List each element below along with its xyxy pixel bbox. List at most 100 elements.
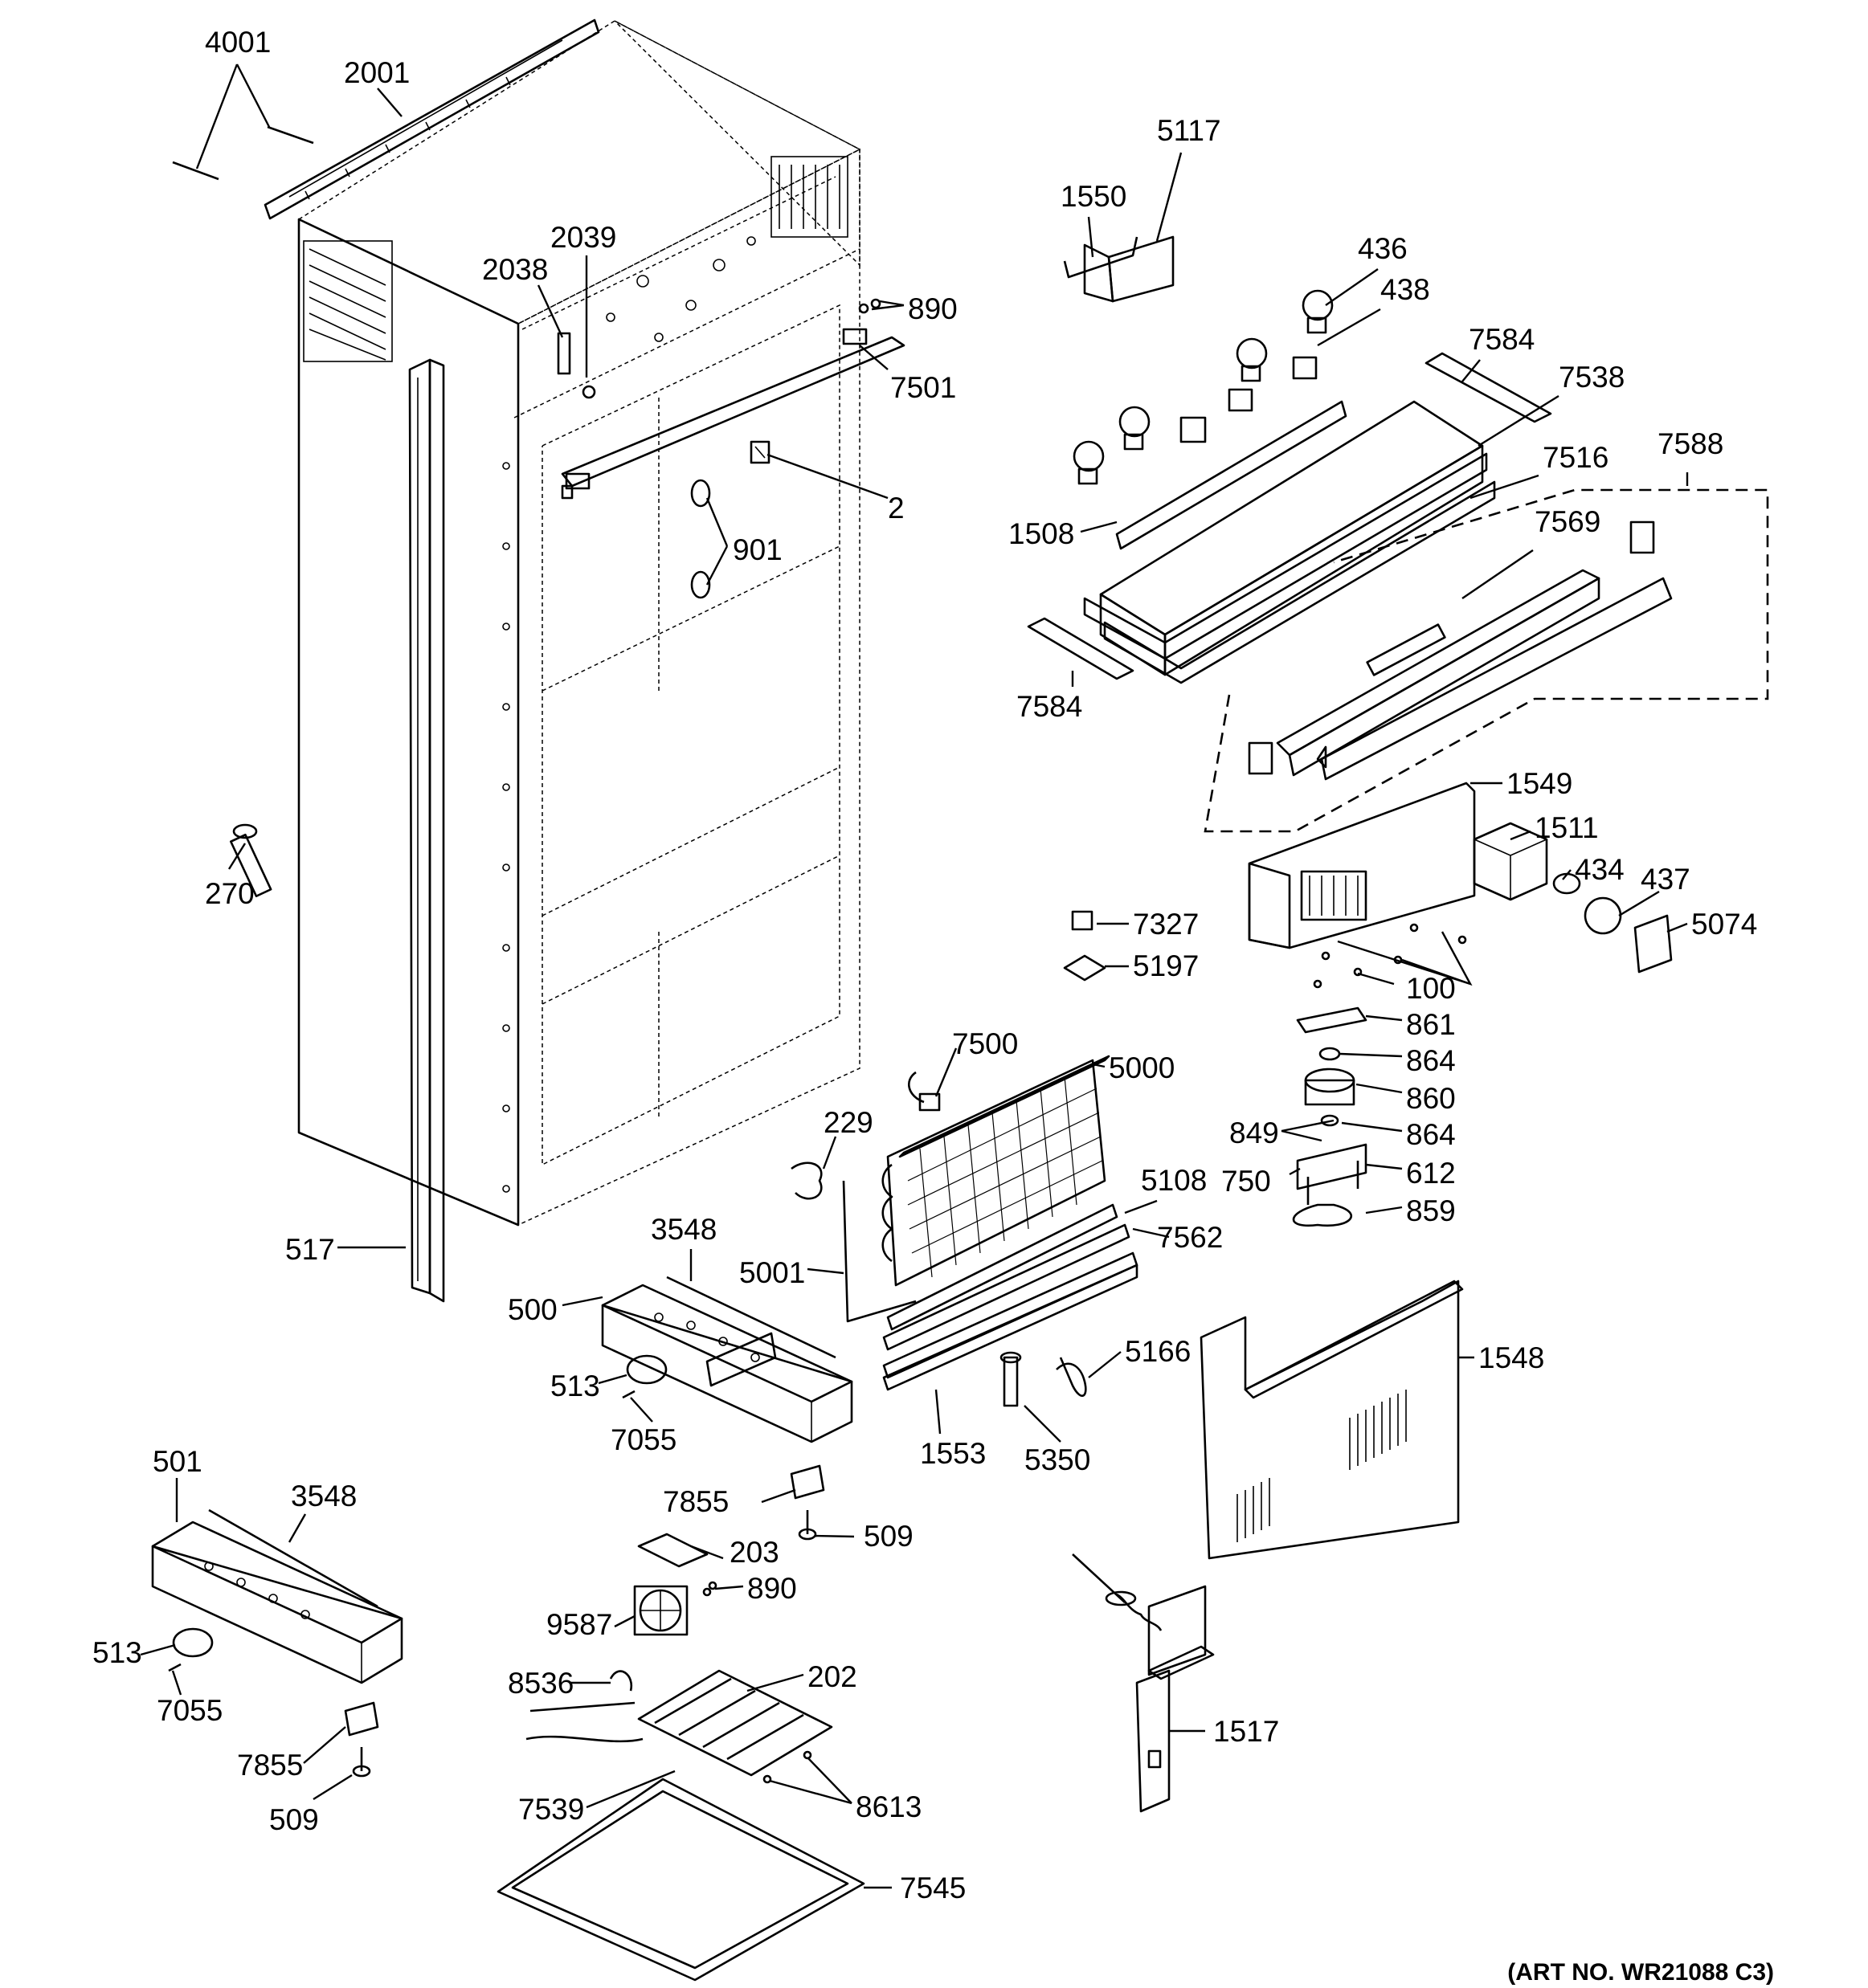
control-box-501 <box>151 1521 403 1684</box>
callout-7569: 7569 <box>1535 505 1600 538</box>
callout-890-top: 890 <box>908 292 958 325</box>
callout-859: 859 <box>1406 1194 1456 1227</box>
callout-7584-bottom: 7584 <box>1016 690 1082 723</box>
callout-860: 860 <box>1406 1082 1456 1115</box>
callout-7501: 7501 <box>890 371 956 404</box>
art-number-caption: (ART NO. WR21088 C3) <box>1507 1959 1774 1986</box>
callout-202: 202 <box>807 1660 857 1693</box>
drain-pan-7545 <box>497 1778 865 1982</box>
callout-1517: 1517 <box>1213 1715 1279 1748</box>
callout-7562: 7562 <box>1157 1221 1223 1254</box>
callout-5001: 5001 <box>739 1256 805 1289</box>
tube-5001 <box>842 1180 917 1323</box>
lens-5074 <box>1633 914 1673 974</box>
callout-7538: 7538 <box>1559 361 1625 394</box>
callout-1553: 1553 <box>920 1437 986 1470</box>
gasket-7584-bottom <box>1027 617 1134 680</box>
control-box-1549 <box>1248 782 1476 949</box>
clip-5166 <box>1056 1357 1087 1397</box>
callout-7327: 7327 <box>1133 908 1199 941</box>
callout-9587: 9587 <box>546 1608 612 1641</box>
callout-7516: 7516 <box>1543 441 1608 474</box>
callout-100: 100 <box>1406 972 1456 1005</box>
callout-750: 750 <box>1221 1165 1271 1198</box>
bracket-203 <box>637 1533 709 1568</box>
callout-5074: 5074 <box>1691 908 1757 941</box>
callout-5117: 5117 <box>1157 114 1221 147</box>
callout-5000: 5000 <box>1109 1051 1175 1084</box>
callout-7545: 7545 <box>900 1872 966 1904</box>
callout-7588: 7588 <box>1657 427 1723 460</box>
bracket-7855b <box>344 1701 379 1737</box>
callout-437: 437 <box>1641 863 1690 896</box>
callout-2039: 2039 <box>550 221 616 254</box>
callout-7855-b: 7855 <box>237 1749 303 1782</box>
screws-890-bottom <box>702 1581 717 1597</box>
callout-5350: 5350 <box>1024 1443 1090 1476</box>
pin-270 <box>230 823 272 897</box>
clip-2038 <box>557 332 571 375</box>
fan-9587 <box>633 1585 689 1636</box>
bracket-1550 <box>1063 236 1138 279</box>
callout-1508: 1508 <box>1008 517 1074 550</box>
bulb-plate-1508 <box>1115 400 1347 550</box>
callout-513-b: 513 <box>92 1636 142 1669</box>
callout-5197: 5197 <box>1133 949 1199 982</box>
heater-7562 <box>882 1223 1130 1351</box>
thermistor-7500 <box>908 1071 941 1112</box>
callout-517: 517 <box>285 1233 335 1266</box>
control-box-500 <box>601 1284 853 1443</box>
foot-509a <box>798 1510 817 1541</box>
callout-513-a: 513 <box>550 1370 600 1402</box>
clip-8536 <box>609 1670 633 1692</box>
callout-864-b: 864 <box>1406 1118 1456 1151</box>
callout-7584-top: 7584 <box>1469 323 1535 356</box>
leader-lines <box>140 63 1689 1889</box>
callout-203: 203 <box>730 1536 779 1569</box>
hinge-bar-2001 <box>264 18 600 220</box>
light-bulbs <box>1073 289 1334 485</box>
callout-270: 270 <box>205 877 255 910</box>
callout-5108: 5108 <box>1141 1164 1207 1197</box>
callout-1548: 1548 <box>1478 1341 1544 1374</box>
terminal-5197 <box>1063 954 1106 982</box>
callout-434: 434 <box>1575 853 1625 886</box>
control-panel-7569 <box>1248 520 1673 781</box>
screws-890-top <box>858 298 881 314</box>
callout-labels: 4001 2001 2039 2038 890 7501 2 901 270 5… <box>92 26 1757 1904</box>
callout-7055-a: 7055 <box>611 1423 676 1456</box>
screw-7055b <box>168 1663 182 1672</box>
group-7588-boundary <box>1204 488 1769 833</box>
callout-509-a: 509 <box>864 1520 914 1553</box>
bracket-7855a <box>790 1464 825 1500</box>
pins-4001 <box>172 125 314 181</box>
callout-2001: 2001 <box>344 56 410 89</box>
callout-864-a: 864 <box>1406 1044 1456 1077</box>
duct-5117 <box>1083 235 1175 303</box>
fastener-2 <box>750 440 770 464</box>
rod-3548b <box>208 1508 378 1608</box>
callout-3548-a: 3548 <box>651 1213 717 1246</box>
light-housing-7538 <box>1083 400 1496 684</box>
back-panel-1548 <box>1200 1280 1464 1560</box>
cover-1511 <box>1473 822 1548 901</box>
callout-509-b: 509 <box>269 1803 319 1836</box>
callout-849: 849 <box>1229 1116 1279 1149</box>
cabinet-assembly <box>297 20 861 1227</box>
screws-100 <box>1313 923 1467 989</box>
callout-1550: 1550 <box>1061 180 1126 213</box>
rail-7501 <box>561 328 905 500</box>
callout-890-bottom: 890 <box>747 1572 797 1605</box>
callout-500: 500 <box>508 1293 558 1326</box>
callout-3548-b: 3548 <box>291 1480 357 1512</box>
condenser-202 <box>529 1669 833 1777</box>
screws-8613 <box>762 1750 812 1784</box>
callout-7500: 7500 <box>952 1027 1018 1060</box>
callout-1511: 1511 <box>1535 811 1599 844</box>
pin-5350 <box>999 1351 1022 1407</box>
foot-509b <box>352 1747 371 1778</box>
relay-513a <box>626 1354 668 1385</box>
screw-2039 <box>582 385 596 399</box>
gasket-7584-top <box>1425 352 1552 423</box>
